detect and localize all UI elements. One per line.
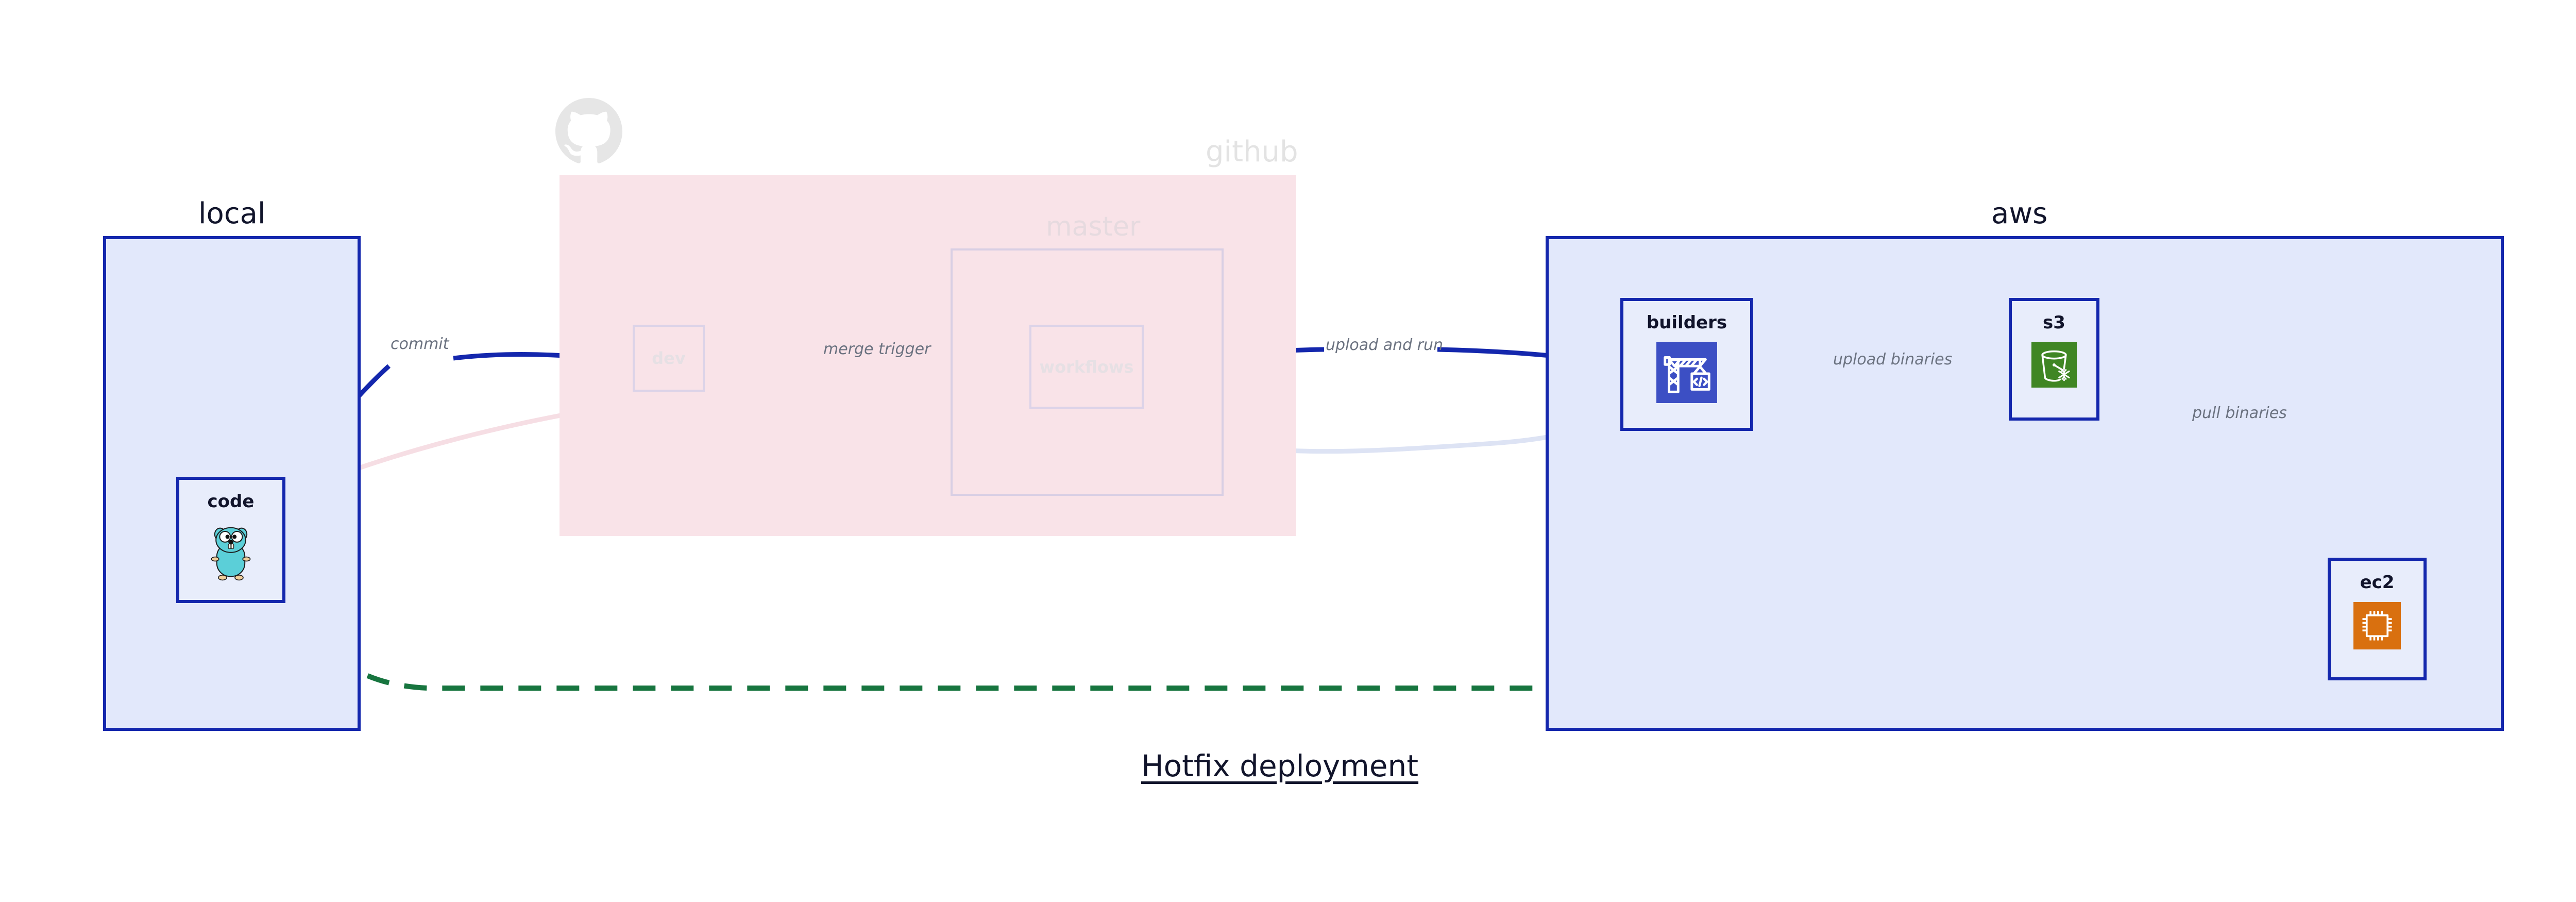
cluster-github-label: github <box>1206 135 1298 169</box>
aws-s3-bucket-snowflake-icon <box>2031 342 2077 390</box>
node-code[interactable]: code <box>176 477 285 603</box>
node-dev[interactable]: dev <box>633 325 705 392</box>
edge-label-pull-binaries: pull binaries <box>2192 404 2287 422</box>
edge-label-merge-trigger: merge trigger <box>823 340 931 358</box>
github-octocat-icon <box>555 98 622 165</box>
cluster-github <box>560 175 1296 536</box>
cluster-local-label: local <box>198 197 266 230</box>
subcluster-master-label: master <box>1046 211 1141 242</box>
node-dev-label: dev <box>652 348 686 368</box>
node-ec2-label: ec2 <box>2360 572 2395 593</box>
go-gopher-icon <box>206 521 256 585</box>
node-workflows[interactable]: workflows <box>1029 325 1144 409</box>
diagram-title: Hotfix deployment <box>1141 748 1419 783</box>
node-workflows-label: workflows <box>1039 357 1134 377</box>
edge-label-upload-and-run: upload and run <box>1326 336 1444 354</box>
subcluster-master <box>951 248 1224 496</box>
node-ec2[interactable]: ec2 <box>2328 558 2427 680</box>
node-builders-label: builders <box>1646 312 1727 333</box>
cluster-aws-label: aws <box>1991 197 2048 230</box>
aws-codebuild-crane-icon <box>1656 342 1717 405</box>
aws-ec2-cpu-chip-icon <box>2353 602 2401 652</box>
node-s3-label: s3 <box>2043 312 2065 333</box>
edge-label-upload-binaries: upload binaries <box>1833 350 1953 369</box>
node-s3[interactable]: s3 <box>2009 298 2099 421</box>
node-builders[interactable]: builders <box>1620 298 1753 431</box>
edge-label-commit: commit <box>391 335 449 353</box>
node-code-label: code <box>207 491 255 512</box>
